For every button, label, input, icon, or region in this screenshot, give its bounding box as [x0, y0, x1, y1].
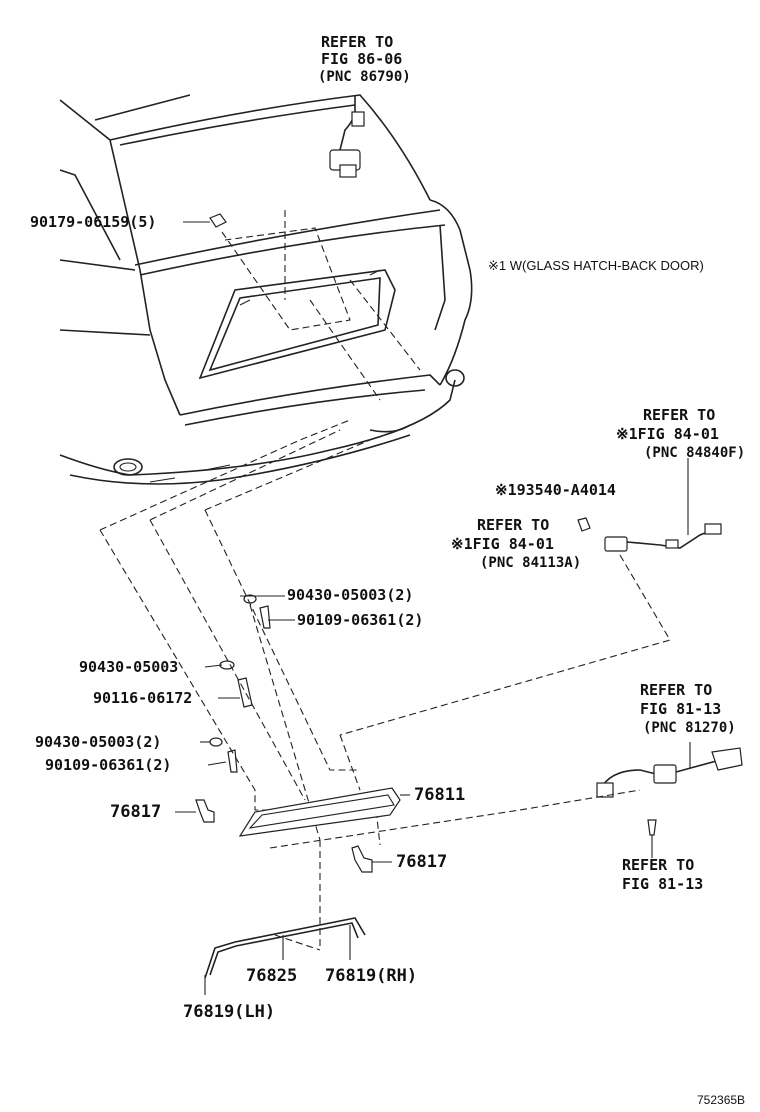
ref-fig81-bottom-line1: REFER TO — [622, 856, 695, 874]
ref-fig84-840-line3: (PNC 84840F) — [644, 445, 746, 461]
ref-fig81-bottom-line2: FIG 81-13 — [622, 875, 704, 893]
part-76817-right: 76817 — [396, 852, 448, 872]
part-76811: 76811 — [414, 785, 466, 805]
part-90430-a: 90430-05003(2) — [287, 586, 414, 604]
leader-dashes-lower — [99, 509, 641, 951]
camera-harness — [329, 95, 365, 178]
ref-fig86-line2: FIG 86-06 — [321, 50, 403, 68]
part-76817-left: 76817 — [110, 802, 162, 822]
ref-fig81-270-line2: FIG 81-13 — [640, 700, 722, 718]
sensor-harness — [339, 458, 722, 736]
ref-fig84-840-line1: REFER TO — [643, 406, 716, 424]
clip-90179 — [209, 213, 227, 228]
part-93540: ※193540-A4014 — [495, 481, 616, 499]
part-90109-b: 90109-06361(2) — [45, 756, 172, 774]
ref-fig86-line3: (PNC 86790) — [318, 69, 411, 85]
part-76819-lh: 76819(LH) — [183, 1002, 276, 1022]
part-76825: 76825 — [246, 966, 298, 986]
spoiler-garnish — [204, 917, 366, 995]
high-mount-stop-lamp — [238, 787, 410, 837]
leader-dashes-upper — [99, 210, 421, 531]
fasteners — [200, 594, 295, 773]
note-glass-hatch: ※1 W(GLASS HATCH-BACK DOOR) — [488, 258, 704, 273]
ref-fig81-270-line1: REFER TO — [640, 681, 713, 699]
part-90116: 90116-06172 — [93, 689, 193, 707]
part-90179: 90179-06159(5) — [30, 213, 157, 231]
bracket-76817-left — [195, 799, 215, 823]
part-90109-a: 90109-06361(2) — [297, 611, 424, 629]
ref-fig84-113-line2: ※1FIG 84-01 — [451, 535, 554, 553]
part-76819-rh: 76819(RH) — [325, 966, 418, 986]
bracket-76817-right — [351, 845, 373, 873]
part-90430-b: 90430-05003 — [79, 658, 179, 676]
ref-fig81-270-line3: (PNC 81270) — [643, 720, 736, 736]
ref-fig84-113-line1: REFER TO — [477, 516, 550, 534]
vehicle-rear-outline — [59, 94, 473, 485]
figure-id: 752365B — [697, 1093, 746, 1107]
ref-fig84-840-line2: ※1FIG 84-01 — [616, 425, 719, 443]
ref-fig86-line1: REFER TO — [321, 33, 394, 51]
part-90430-c: 90430-05003(2) — [35, 733, 162, 751]
license-lamp-harness — [596, 742, 743, 858]
ref-fig84-113-line3: (PNC 84113A) — [480, 555, 582, 571]
